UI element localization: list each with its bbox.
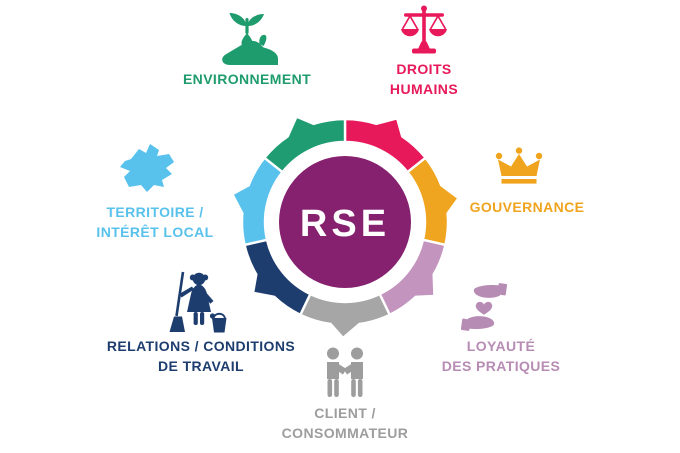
territoire-label-line: INTÉRÊT LOCAL: [96, 223, 214, 240]
relations-label-line: DE TRAVAIL: [158, 357, 244, 374]
ring-segments: [231, 115, 460, 340]
rse-center-circle: [279, 156, 411, 288]
category-client-consommateur: CLIENT / CONSOMMATEUR: [282, 346, 408, 441]
ring-segment-territoire-interet-local: [231, 156, 284, 247]
droits-humains-label-line: HUMAINS: [389, 80, 459, 97]
relations-conditions-label: RELATIONS / CONDITIONS DE TRAVAIL: [107, 337, 295, 377]
client-consommateur-label: CLIENT / CONSOMMATEUR: [282, 404, 409, 444]
rse-center-label: RSE: [300, 203, 390, 245]
category-loyaute-des-pratiques: LOYAUTÉ DES PRATIQUES: [442, 282, 560, 374]
category-droits-humains: DROITS HUMAINS: [390, 5, 458, 97]
loyaute-label-line: DES PRATIQUES: [441, 357, 561, 374]
loyaute-label-line: LOYAUTÉ: [466, 338, 536, 354]
ring-segment-client-consommateur: [299, 292, 391, 340]
relations-label-line: RELATIONS / CONDITIONS: [106, 338, 296, 354]
territoire-label: TERRITOIRE / INTÉRÊT LOCAL: [96, 203, 213, 243]
cleaning-person-icon: [169, 271, 227, 333]
hand-plant-icon: [222, 13, 278, 65]
territoire-label-line: TERRITOIRE /: [106, 204, 204, 220]
category-relations-conditions: RELATIONS / CONDITIONS DE TRAVAIL: [107, 270, 295, 374]
loyaute-des-pratiques-label: LOYAUTÉ DES PRATIQUES: [442, 337, 561, 377]
client-label-line: CLIENT /: [314, 405, 376, 421]
environnement-label: ENVIRONNEMENT: [183, 70, 311, 90]
category-gouvernance: GOUVERNANCE: [470, 146, 584, 215]
hands-heart-icon: [460, 283, 508, 331]
droits-humains-label-line: DROITS: [396, 61, 452, 77]
ring-segment-environnement: [263, 115, 347, 174]
environnement-label-line: ENVIRONNEMENT: [182, 71, 312, 87]
client-label-line: CONSOMMATEUR: [281, 424, 409, 441]
crown-icon: [495, 147, 543, 184]
ring-segment-gouvernance: [406, 156, 460, 247]
droits-humains-label: DROITS HUMAINS: [390, 60, 458, 100]
gouvernance-label: GOUVERNANCE: [470, 198, 585, 218]
gouvernance-label-line: GOUVERNANCE: [469, 199, 585, 215]
category-territoire: TERRITOIRE / INTÉRÊT LOCAL: [96, 141, 213, 240]
handshake-icon: [327, 347, 363, 397]
justice-scales-icon: [401, 5, 447, 54]
map-icon: [120, 144, 174, 192]
category-environnement: ENVIRONNEMENT: [183, 6, 311, 87]
